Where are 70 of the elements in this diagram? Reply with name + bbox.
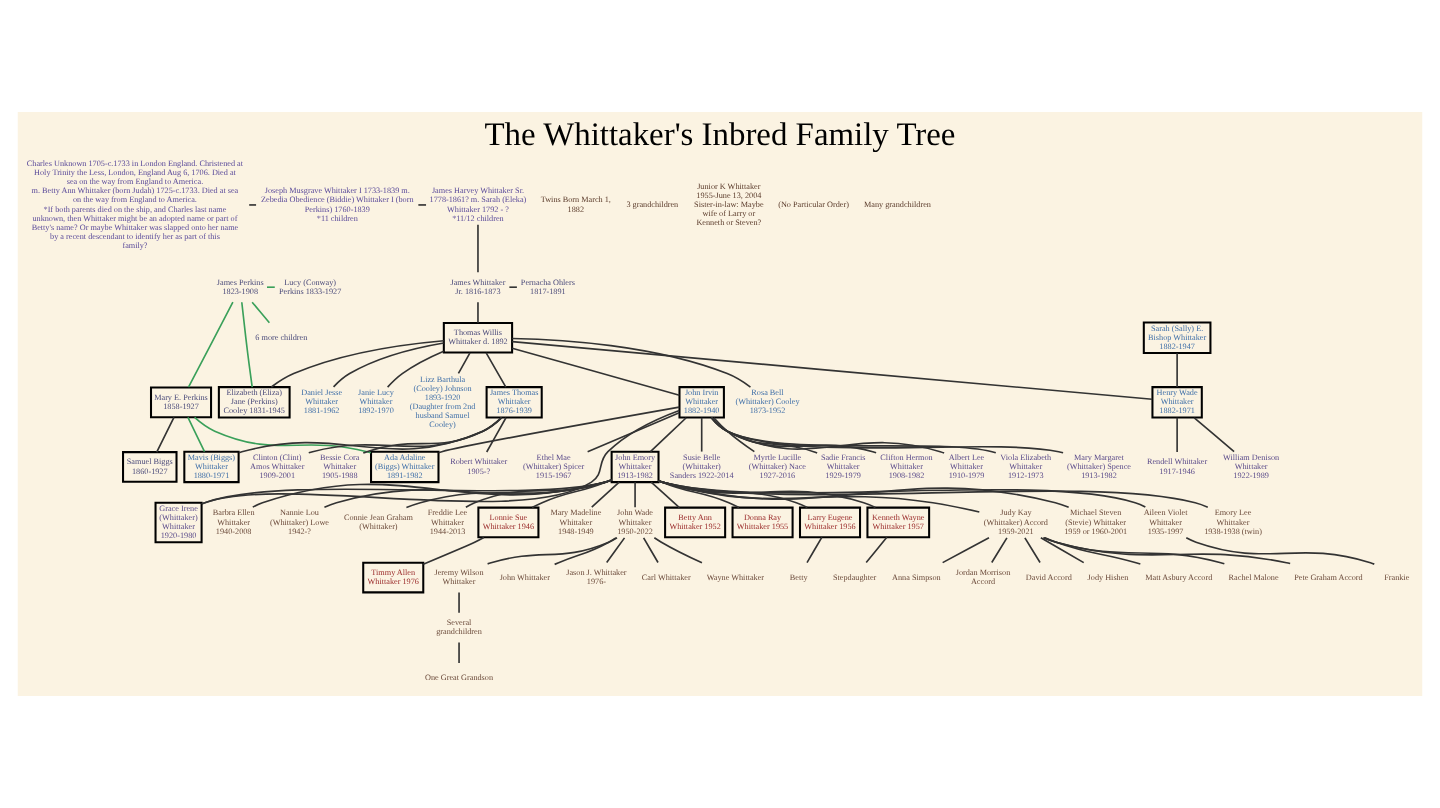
connector: [251, 479, 613, 508]
connector: [710, 417, 945, 454]
connector: [486, 537, 618, 565]
connector: [657, 480, 981, 513]
connector: [511, 340, 1154, 401]
connector: [1176, 416, 1178, 453]
connector: [465, 479, 613, 509]
connector: [508, 286, 518, 289]
connector: [458, 591, 460, 614]
connector: [485, 352, 507, 388]
connector: [1024, 537, 1041, 564]
connector: [270, 339, 445, 388]
diagram-title: The Whittaker's Inbred Family Tree: [484, 114, 956, 153]
connector: [658, 480, 1070, 509]
connector: [653, 536, 703, 564]
connector: [657, 479, 809, 509]
connector: [634, 481, 636, 508]
connector: [710, 416, 997, 454]
connector: [590, 481, 621, 508]
connector: [477, 224, 479, 274]
connector: [865, 536, 888, 564]
connector: [700, 416, 703, 453]
connector: [417, 204, 427, 206]
connector: [713, 416, 756, 453]
connector: [251, 301, 271, 324]
connector: [477, 301, 479, 324]
connector: [806, 536, 823, 564]
connector: [187, 301, 234, 389]
connector: [511, 337, 752, 388]
connector: [941, 536, 990, 564]
connector: [511, 347, 681, 397]
connector: [155, 416, 175, 453]
connector: [437, 406, 681, 454]
connector: [248, 204, 257, 206]
connector: [605, 537, 626, 564]
connector: [457, 352, 471, 375]
connector: [531, 478, 613, 509]
connector: [1193, 416, 1235, 453]
connector: [362, 417, 502, 454]
connector: [650, 481, 681, 509]
connector: [405, 479, 613, 509]
connector: [323, 479, 613, 509]
connector: [710, 416, 1064, 454]
connector: [187, 416, 206, 453]
connector: [1185, 536, 1376, 565]
connector: [990, 537, 1008, 564]
connector: [485, 416, 507, 453]
connector: [307, 416, 503, 454]
connector: [266, 286, 276, 289]
connector: [386, 350, 445, 388]
connector: [711, 416, 818, 454]
connector: [657, 479, 740, 509]
connector: [586, 411, 681, 453]
connector: [1042, 536, 1291, 565]
connector: [332, 342, 445, 388]
connector: [657, 480, 877, 509]
connector: [1176, 352, 1178, 388]
connector: [240, 301, 254, 388]
connector: [193, 416, 372, 454]
connector: [642, 537, 659, 564]
connector: [553, 537, 617, 566]
connector: [458, 641, 460, 664]
connector: [649, 416, 688, 453]
connector: [200, 409, 681, 505]
connector: [1042, 536, 1226, 565]
connector: [1040, 536, 1085, 564]
connector: [1044, 536, 1142, 565]
connector: [710, 416, 877, 454]
connector: [422, 536, 485, 565]
connector: [238, 416, 503, 454]
